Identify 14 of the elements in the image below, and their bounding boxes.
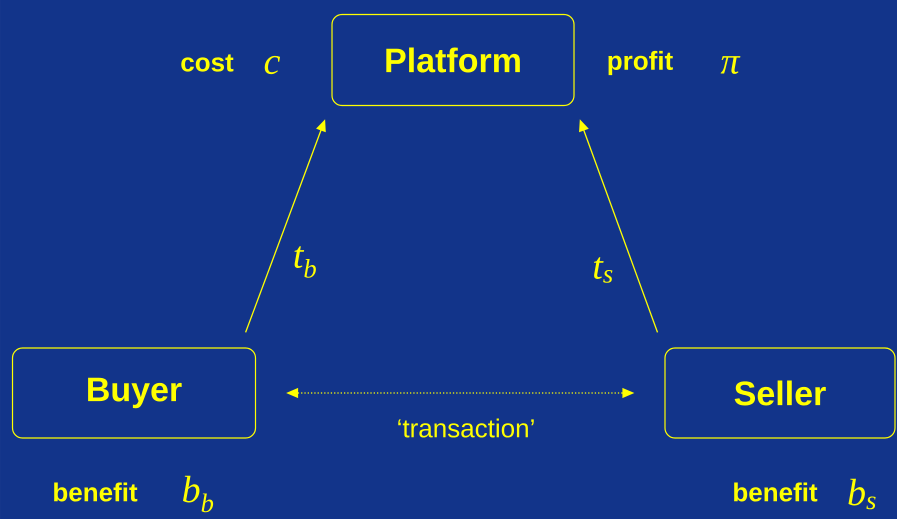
variable-label: benefit [54,482,138,502]
edge-label: t$_{b}$ [294,246,316,278]
variable-label: cost [181,54,234,72]
math-symbol: b$_{b}$ [183,476,214,512]
edge-label: ‘transaction’ [396,417,536,439]
variable-label: profit [608,50,673,76]
process-box: Seller [664,347,896,439]
process-box: Platform [331,14,575,106]
process-box: Buyer [12,347,256,439]
math-symbol: π [720,56,740,74]
math-symbol: b$_{s}$ [848,478,876,510]
variable-label: benefit [734,482,818,502]
edge-label: t$_{s}$ [594,257,612,283]
math-symbol: c [264,56,280,74]
